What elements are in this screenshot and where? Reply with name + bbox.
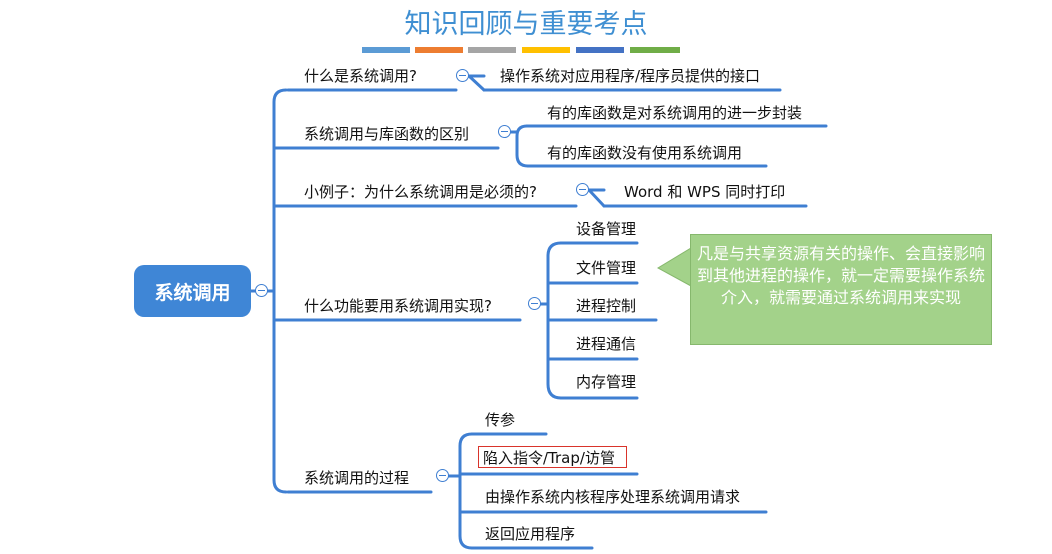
trap-highlight-box — [478, 446, 627, 468]
leaf-library-wraps[interactable]: 有的库函数是对系统调用的进一步封装 — [547, 104, 803, 122]
leaf-memory-management[interactable]: 内存管理 — [576, 373, 637, 391]
color-bar-6 — [630, 47, 680, 53]
leaf-interface[interactable]: 操作系统对应用程序/程序员提供的接口 — [500, 67, 761, 85]
leaf-kernel-handles[interactable]: 由操作系统内核程序处理系统调用请求 — [485, 488, 741, 506]
color-bar-5 — [576, 47, 624, 53]
leaf-library-no-syscall[interactable]: 有的库函数没有使用系统调用 — [547, 144, 743, 162]
color-bar-1 — [362, 47, 410, 53]
leaf-file-management[interactable]: 文件管理 — [576, 259, 637, 277]
leaf-device-management[interactable]: 设备管理 — [576, 220, 637, 238]
leaf-pass-params[interactable]: 传参 — [485, 411, 516, 429]
branch-syscall-vs-library[interactable]: 系统调用与库函数的区别 — [304, 125, 470, 143]
root-node[interactable]: 系统调用 — [134, 265, 251, 317]
branch4-collapse-toggle[interactable] — [528, 297, 541, 310]
branch-what-is-syscall[interactable]: 什么是系统调用? — [304, 67, 417, 85]
note-pointer — [656, 247, 692, 287]
branch-example[interactable]: 小例子：为什么系统调用是必须的? — [304, 183, 537, 201]
branch2-collapse-toggle[interactable] — [498, 125, 511, 138]
root-collapse-toggle[interactable] — [255, 284, 268, 297]
branch-functions[interactable]: 什么功能要用系统调用实现? — [304, 297, 492, 315]
leaf-trap-instruction[interactable]: 陷入指令/Trap/访管 — [483, 449, 615, 467]
leaf-process-communication[interactable]: 进程通信 — [576, 335, 637, 353]
leaf-word-wps[interactable]: Word 和 WPS 同时打印 — [624, 183, 786, 201]
branch-process[interactable]: 系统调用的过程 — [304, 469, 410, 487]
root-node-label: 系统调用 — [154, 281, 231, 304]
callout-note-text: 凡是与共享资源有关的操作、会直接影响到其他进程的操作，就一定需要操作系统介入，就… — [697, 244, 986, 307]
leaf-return-app[interactable]: 返回应用程序 — [485, 525, 576, 543]
color-bar-4 — [522, 47, 570, 53]
callout-note: 凡是与共享资源有关的操作、会直接影响到其他进程的操作，就一定需要操作系统介入，就… — [690, 234, 992, 345]
color-bar-3 — [468, 47, 516, 53]
branch1-collapse-toggle[interactable] — [456, 69, 469, 82]
color-bar-2 — [415, 47, 463, 53]
leaf-process-control[interactable]: 进程控制 — [576, 297, 637, 315]
branch3-collapse-toggle[interactable] — [576, 183, 589, 196]
page-title: 知识回顾与重要考点 — [404, 9, 648, 40]
branch5-collapse-toggle[interactable] — [436, 469, 449, 482]
